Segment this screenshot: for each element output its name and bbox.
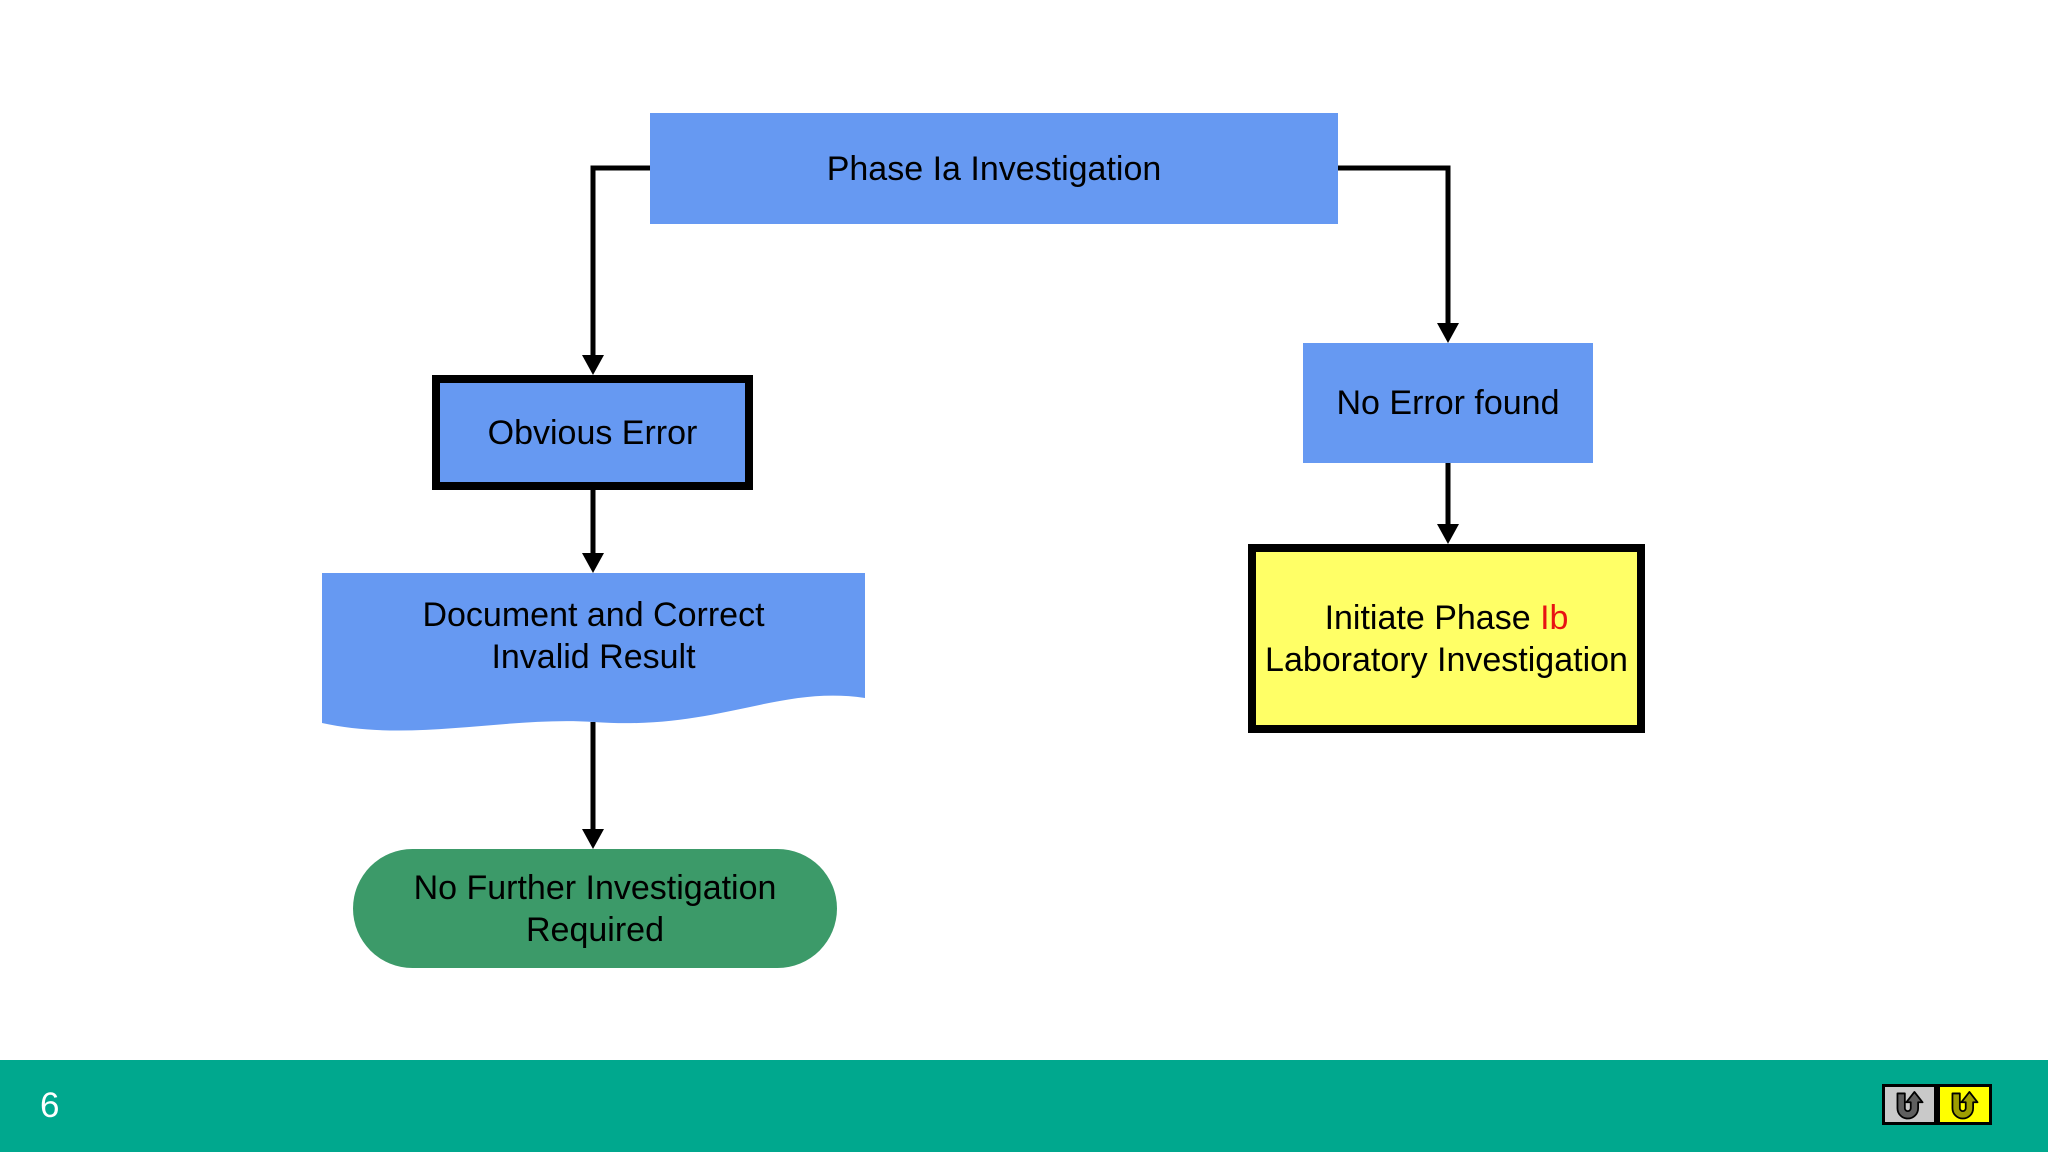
node-no-error-found: No Error found (1303, 343, 1593, 463)
return-button-yellow[interactable] (1937, 1084, 1992, 1125)
node-label: Obvious Error (487, 413, 698, 452)
document-shape (322, 573, 865, 731)
slide-footer-bar: 6 (0, 1060, 2048, 1152)
node-phase-ia-investigation: Phase Ia Investigation (650, 113, 1338, 224)
u-turn-arrow-icon (1896, 1091, 1923, 1120)
node-obvious-error: Obvious Error (432, 375, 753, 490)
nav-buttons (1882, 1084, 1992, 1125)
u-turn-arrow-icon (1951, 1091, 1978, 1120)
connector-lines (590, 165, 1451, 829)
document-shape-path (322, 573, 865, 731)
page-number: 6 (40, 1086, 60, 1125)
node-document-and-correct: Document and Correct Invalid Result (322, 573, 865, 698)
node-label-line1: No Further Investigation (413, 868, 777, 907)
return-button-gray[interactable] (1882, 1084, 1937, 1125)
node-label-line1-prefix: Initiate Phase (1324, 598, 1541, 637)
node-initiate-phase-ib: Initiate Phase Ib Laboratory Investigati… (1248, 544, 1645, 733)
node-label: Phase Ia Investigation (826, 149, 1162, 188)
node-label: No Error found (1336, 384, 1560, 422)
connector-arrowheads (582, 323, 1459, 849)
node-label-line1: Initiate Phase Ib (1325, 597, 1569, 639)
node-no-further-investigation: No Further Investigation Required (353, 849, 837, 968)
node-label-line2: Laboratory Investigation (1265, 640, 1628, 679)
node-label-line1: Document and Correct (422, 595, 765, 634)
node-label-line2: Invalid Result (491, 637, 696, 676)
node-label-line2: Required (526, 910, 664, 949)
node-label-line1-highlight: Ib (1540, 598, 1569, 637)
